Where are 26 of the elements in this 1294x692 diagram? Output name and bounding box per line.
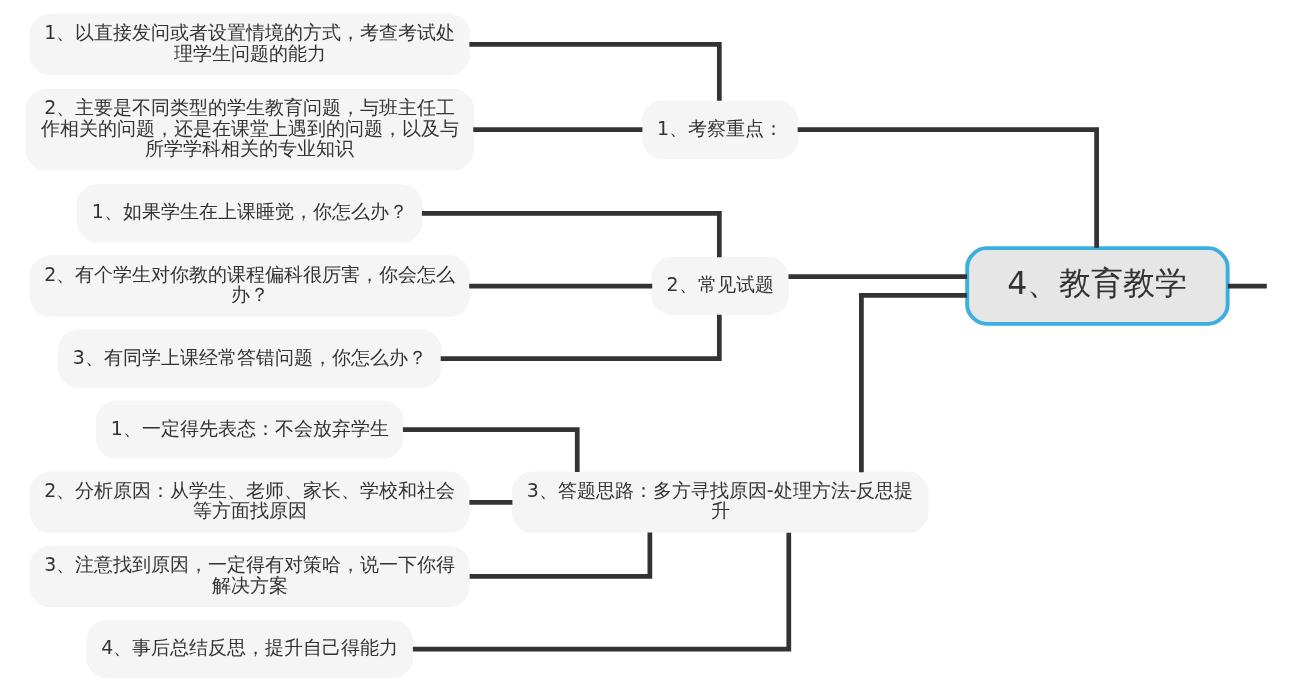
connector	[472, 127, 642, 133]
node-box: 2、主要是不同类型的学生教育问题，与班主任工作相关的问题，还是在课堂上遇到的问题，以及与所学学科相关的专业知识	[25, 88, 474, 171]
node-box: 1、以直接发问或者设置情境的方式，考查考试处理学生问题的能力	[28, 13, 470, 76]
connector	[468, 42, 722, 101]
node-box: 4、教育教学	[964, 246, 1230, 326]
connector	[797, 127, 1099, 248]
connector	[412, 532, 791, 652]
connector	[1227, 283, 1267, 289]
node-box: 2、常见试题	[650, 256, 789, 316]
node-box: 3、答题思路：多方寻找原因-处理方法-反思提升	[511, 471, 928, 534]
node-box: 3、有同学上课经常答错问题，你怎么办？	[57, 329, 441, 388]
connector	[402, 427, 580, 472]
connector	[421, 211, 722, 258]
node-box: 1、一定得先表态：不会放弃学生	[95, 400, 404, 459]
connector	[468, 283, 652, 289]
node-box: 3、注意找到原因，一定得有对策哈，说一下你得解决方案	[28, 545, 470, 608]
connector	[469, 532, 652, 579]
connector	[440, 314, 722, 361]
node-box: 2、分析原因：从学生、老师、家长、学校和社会等方面找原因	[28, 471, 470, 534]
connector	[468, 499, 512, 505]
node-box: 1、考察重点：	[641, 100, 798, 159]
connector	[858, 293, 967, 473]
node-box: 2、有个学生对你教的课程偏科很厉害，你会怎么办？	[28, 255, 470, 317]
node-box: 1、如果学生在上课睡觉，你怎么办？	[76, 184, 423, 243]
connector	[787, 274, 967, 279]
node-box: 4、事后总结反思，提升自己得能力	[85, 619, 413, 679]
